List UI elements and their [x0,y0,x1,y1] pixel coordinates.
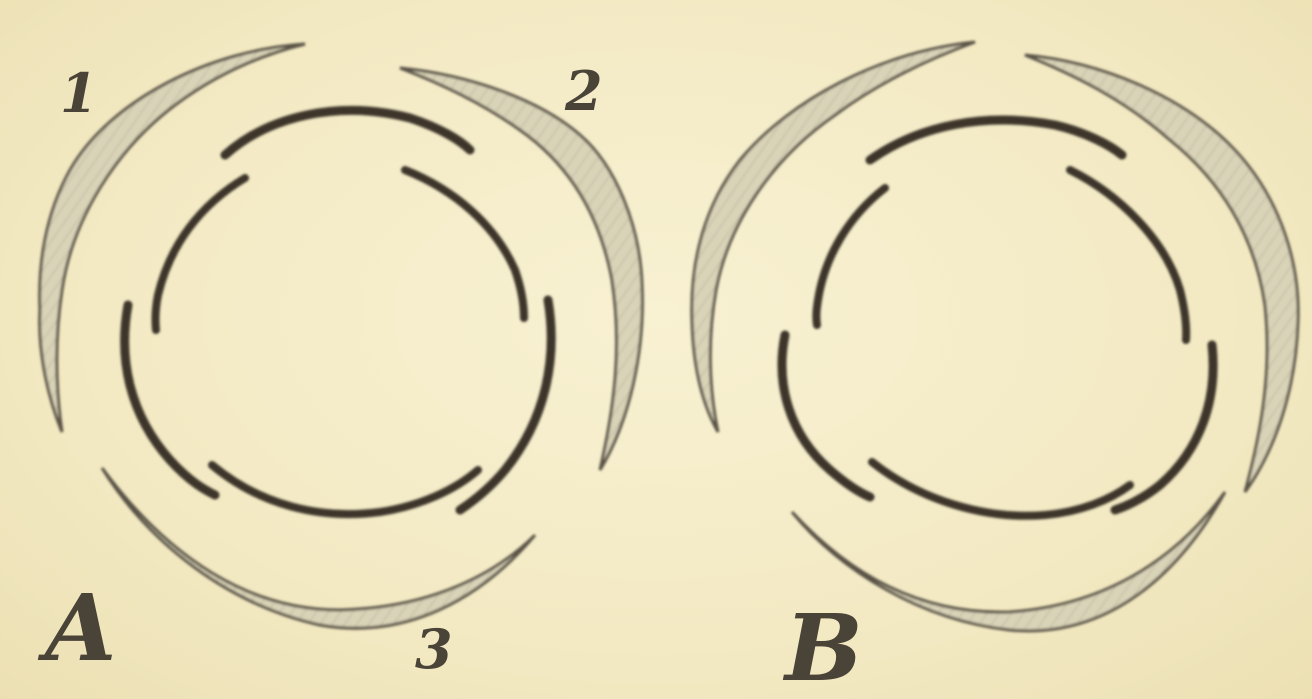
inner-arc-top [870,120,1122,160]
inner-arc-upper-left [816,188,885,325]
panel-b [692,42,1298,631]
outer-segment-upper-right [1025,55,1298,492]
inner-arc-top [225,110,470,155]
outer-segment-upper-left [692,42,975,432]
outer-segment-3 [102,468,535,628]
annotation-2: 2 [564,59,603,123]
inner-arc-left [782,335,870,497]
panel-a [40,44,643,628]
inner-arc-bottom [212,465,478,514]
panel-label-a: A [37,574,116,682]
inner-arc-upper-right [1070,170,1186,340]
inner-arc-upper-left [155,178,245,330]
panel-label-b: B [782,594,863,699]
annotation-3: 3 [415,617,453,681]
inner-arc-upper-right [405,170,524,318]
annotation-1: 1 [60,61,98,125]
inner-arc-bottom [872,462,1130,516]
inner-arc-left [125,305,215,495]
